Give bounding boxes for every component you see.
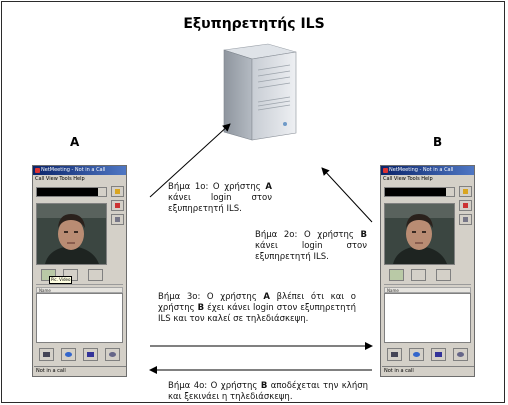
video-panel (384, 203, 455, 265)
start-video-button[interactable] (389, 269, 404, 281)
status-bar: Not in a call (34, 366, 126, 376)
whiteboard-button[interactable] (431, 348, 446, 361)
file-transfer-button[interactable] (105, 348, 120, 361)
call-button[interactable] (111, 186, 124, 197)
whiteboard-button[interactable] (83, 348, 98, 361)
chat-button[interactable] (61, 348, 76, 361)
window-titlebar: NetMeeting - Not in a Call (33, 166, 126, 175)
address-combo[interactable] (36, 187, 107, 197)
person-video-image (385, 204, 454, 264)
directory-button[interactable] (459, 214, 472, 225)
menu-bar[interactable]: Call View Tools Help (383, 176, 433, 182)
picture-in-picture-button[interactable] (411, 269, 426, 281)
window-titlebar: NetMeeting - Not in a Call (381, 166, 474, 175)
list-header: Name (384, 287, 471, 293)
arrow-a-to-server (149, 123, 231, 198)
volume-button[interactable] (436, 269, 451, 281)
step-3-text: Βήμα 3ο: Ο χρήστης A βλέπει ότι και ο χρ… (158, 292, 356, 324)
chat-button[interactable] (409, 348, 424, 361)
step-4-text: Βήμα 4ο: Ο χρήστης B αποδέχεται την κλήσ… (168, 381, 368, 402)
volume-button[interactable] (88, 269, 103, 281)
hangup-button[interactable] (111, 200, 124, 211)
netmeeting-window-a: NetMeeting - Not in a Call Call View Too… (32, 165, 127, 377)
netmeeting-window-b: NetMeeting - Not in a Call Call View Too… (380, 165, 475, 377)
arrow-b-to-server (321, 167, 373, 223)
call-button[interactable] (459, 186, 472, 197)
share-program-button[interactable] (39, 348, 54, 361)
person-video-image (37, 204, 106, 264)
participant-list[interactable] (384, 293, 471, 343)
server-icon (223, 43, 297, 141)
participant-list[interactable] (36, 293, 123, 343)
diagram-title: Εξυπηρετητής ILS (183, 16, 325, 32)
participant-b-label: B (433, 135, 443, 149)
list-header: Name (36, 287, 123, 293)
hangup-button[interactable] (459, 200, 472, 211)
video-panel (36, 203, 107, 265)
divider (36, 284, 123, 285)
tooltip: Pic. Video (49, 276, 73, 284)
step-1-text: Βήμα 1ο: Ο χρήστης A κάνει login στον εξ… (168, 182, 272, 214)
step-2-text: Βήμα 2ο: Ο χρήστης B κάνει login στον εξ… (255, 230, 367, 262)
divider (384, 284, 471, 285)
address-combo[interactable] (384, 187, 455, 197)
status-bar: Not in a call (382, 366, 474, 376)
file-transfer-button[interactable] (453, 348, 468, 361)
share-program-button[interactable] (387, 348, 402, 361)
menu-bar[interactable]: Call View Tools Help (35, 176, 85, 182)
participant-a-label: A (70, 135, 80, 149)
directory-button[interactable] (111, 214, 124, 225)
